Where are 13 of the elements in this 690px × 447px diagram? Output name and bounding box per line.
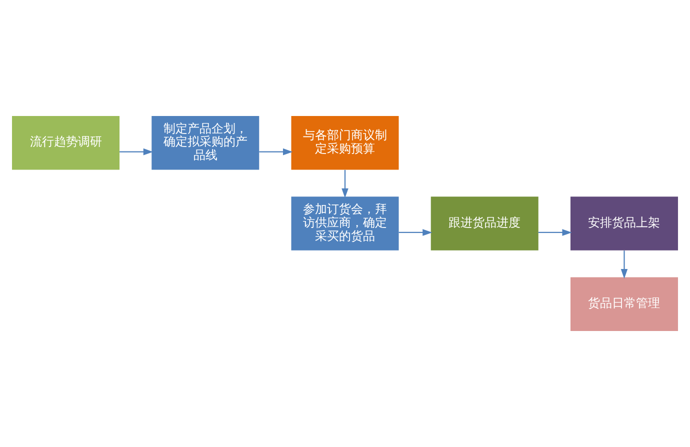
node-box: 参加订货会，拜访供应商，确定采买的货品 (291, 196, 399, 250)
arrow (620, 250, 628, 279)
node-box: 流行趋势调研 (12, 116, 120, 170)
arrow (398, 229, 432, 236)
node-box: 货品日常管理 (570, 277, 678, 332)
node-box: 跟进货品进度 (430, 196, 538, 250)
node-box: 安排货品上架 (570, 196, 678, 250)
arrow (342, 170, 348, 198)
arrow (120, 148, 154, 156)
arrow (538, 229, 572, 236)
arrow (259, 148, 293, 156)
node-box: 与各部门商议制定采购预算 (291, 116, 399, 170)
node-box: 制定产品企划，确定拟采购的产品线 (152, 116, 260, 170)
